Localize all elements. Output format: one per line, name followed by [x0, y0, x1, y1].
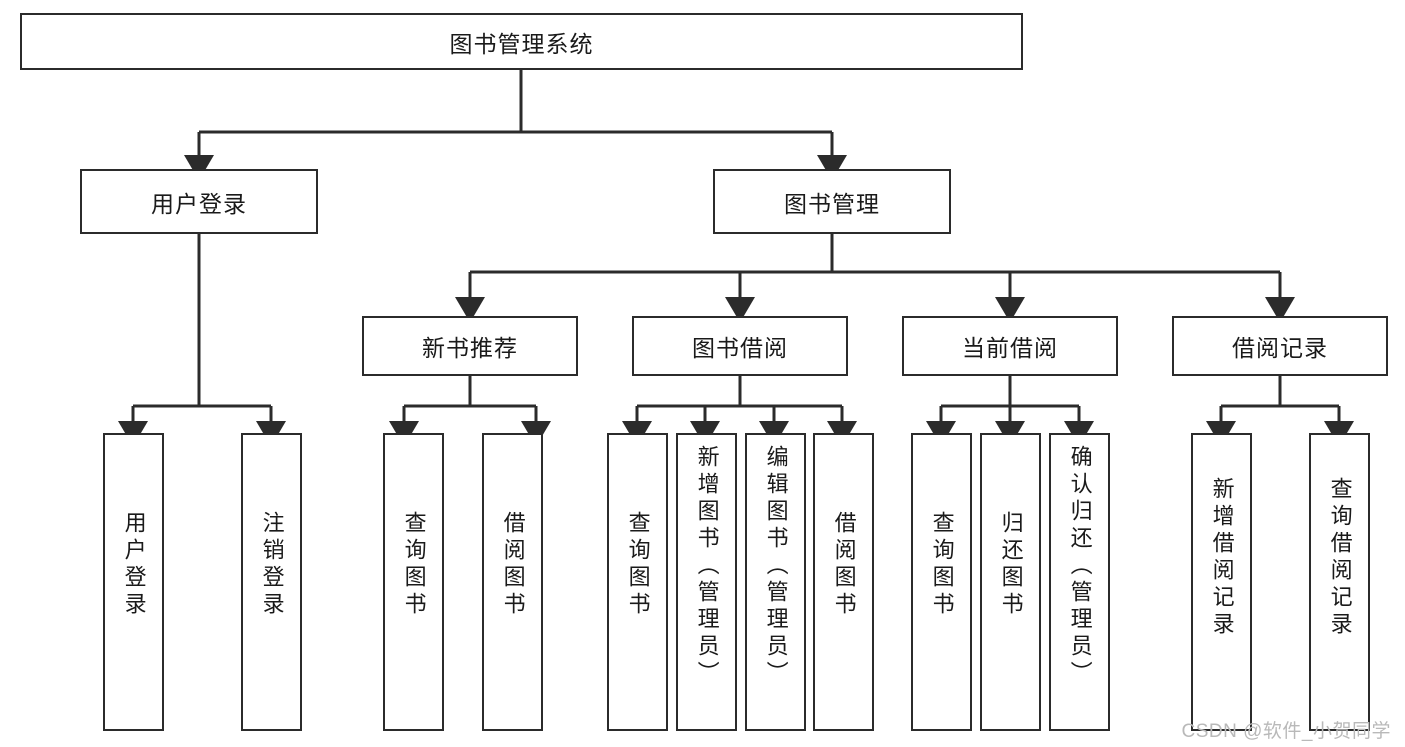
node-leaf-edit-book[interactable]: 编辑图书（管理员） — [745, 433, 806, 731]
node-borrow-record[interactable]: 借阅记录 — [1172, 316, 1388, 376]
node-leaf-add-record-label: 新增借阅记录 — [1209, 477, 1235, 639]
node-leaf-return-book-label: 归还图书 — [998, 511, 1024, 619]
node-book-borrow[interactable]: 图书借阅 — [632, 316, 848, 376]
node-root-label: 图书管理系统 — [449, 30, 594, 57]
node-new-book-rec-label: 新书推荐 — [422, 335, 518, 361]
node-leaf-query-book-3-label: 查询图书 — [929, 511, 955, 619]
node-leaf-borrow-book-1[interactable]: 借阅图书 — [482, 433, 543, 731]
watermark: CSDN @软件_小贺同学 — [1181, 721, 1391, 742]
node-leaf-query-book-3[interactable]: 查询图书 — [911, 433, 972, 731]
node-leaf-query-book-2[interactable]: 查询图书 — [607, 433, 668, 731]
node-leaf-add-book[interactable]: 新增图书（管理员） — [676, 433, 737, 731]
node-leaf-borrow-book-1-label: 借阅图书 — [500, 511, 526, 619]
node-leaf-confirm-return-label: 确认归还（管理员） — [1067, 445, 1093, 688]
node-current-borrow[interactable]: 当前借阅 — [902, 316, 1118, 376]
node-leaf-add-book-label: 新增图书（管理员） — [694, 445, 720, 688]
node-leaf-add-record[interactable]: 新增借阅记录 — [1191, 433, 1252, 731]
node-leaf-user-login[interactable]: 用户登录 — [103, 433, 164, 731]
node-leaf-edit-book-label: 编辑图书（管理员） — [763, 445, 789, 688]
node-new-book-rec[interactable]: 新书推荐 — [362, 316, 578, 376]
node-current-borrow-label: 当前借阅 — [962, 335, 1058, 361]
node-leaf-borrow-book-2[interactable]: 借阅图书 — [813, 433, 874, 731]
node-leaf-user-login-label: 用户登录 — [121, 511, 147, 619]
node-book-manage-label: 图书管理 — [784, 190, 880, 217]
node-leaf-borrow-book-2-label: 借阅图书 — [831, 511, 857, 619]
node-leaf-return-book[interactable]: 归还图书 — [980, 433, 1041, 731]
node-book-manage[interactable]: 图书管理 — [713, 169, 951, 234]
node-root[interactable]: 图书管理系统 — [20, 13, 1023, 70]
node-leaf-query-record-label: 查询借阅记录 — [1327, 477, 1353, 639]
node-borrow-record-label: 借阅记录 — [1232, 335, 1328, 361]
node-leaf-confirm-return[interactable]: 确认归还（管理员） — [1049, 433, 1110, 731]
node-book-borrow-label: 图书借阅 — [692, 335, 788, 361]
node-user-login-label: 用户登录 — [151, 190, 247, 217]
node-leaf-query-book-1[interactable]: 查询图书 — [383, 433, 444, 731]
node-leaf-query-book-1-label: 查询图书 — [401, 511, 427, 619]
node-leaf-logout[interactable]: 注销登录 — [241, 433, 302, 731]
node-leaf-query-record[interactable]: 查询借阅记录 — [1309, 433, 1370, 731]
node-user-login[interactable]: 用户登录 — [80, 169, 318, 234]
node-leaf-logout-label: 注销登录 — [259, 511, 285, 619]
node-leaf-query-book-2-label: 查询图书 — [625, 511, 651, 619]
